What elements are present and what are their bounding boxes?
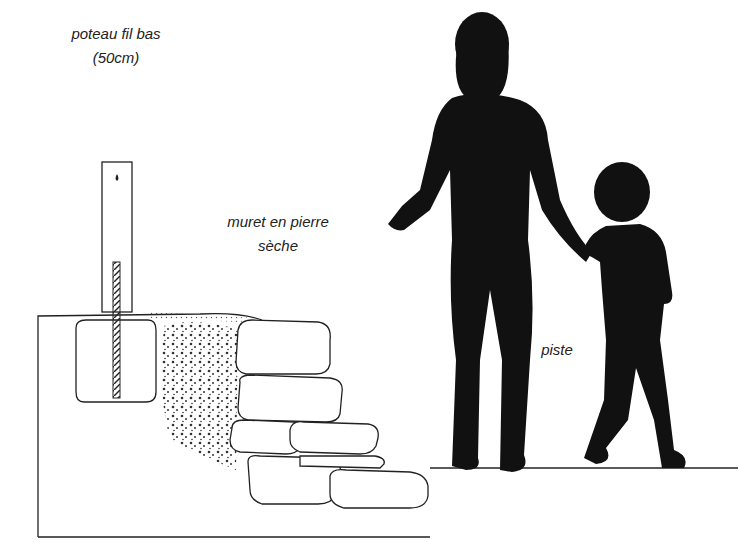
post-hole	[116, 174, 119, 181]
annotation-label: piste	[517, 338, 597, 362]
woman-silhouette	[388, 12, 592, 472]
dry-stone-wall	[230, 320, 428, 508]
child-silhouette	[584, 162, 686, 468]
gravel-drainage	[161, 322, 238, 470]
annotation-label: poteau fil bas (50cm)	[46, 22, 186, 70]
rebar	[113, 262, 120, 398]
annotation-label: muret en pierre sèche	[223, 210, 333, 258]
backfill	[150, 312, 255, 322]
